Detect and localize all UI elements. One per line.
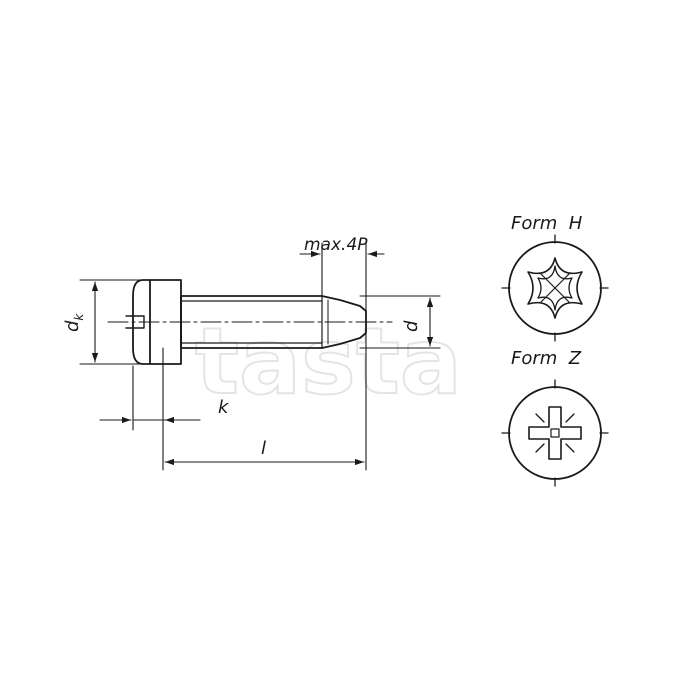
d-label: d (401, 320, 422, 332)
form-z-head-view (501, 379, 609, 487)
form-z-head-circle (508, 386, 602, 480)
form-h-head-view (501, 234, 609, 342)
screw-head (132, 279, 182, 365)
form-h-cross-recess (527, 257, 583, 319)
screw-shank (180, 295, 367, 349)
form-h-label: Form H (511, 213, 583, 234)
form-h-inner-recess (537, 265, 573, 311)
l-label: l (261, 438, 266, 459)
dk-label: dk (62, 313, 86, 332)
form-z-center (550, 428, 560, 438)
form-z-label: Form Z (511, 348, 582, 369)
k-label: k (218, 397, 230, 418)
form-z-cross-recess (528, 406, 582, 460)
dk-label-main: d (62, 320, 83, 332)
dk-label-subscript: k (72, 313, 86, 321)
form-z-star-ribs (535, 413, 575, 453)
form-h-diagonal-b (540, 273, 570, 303)
max4p-label: max.4P (304, 235, 368, 255)
